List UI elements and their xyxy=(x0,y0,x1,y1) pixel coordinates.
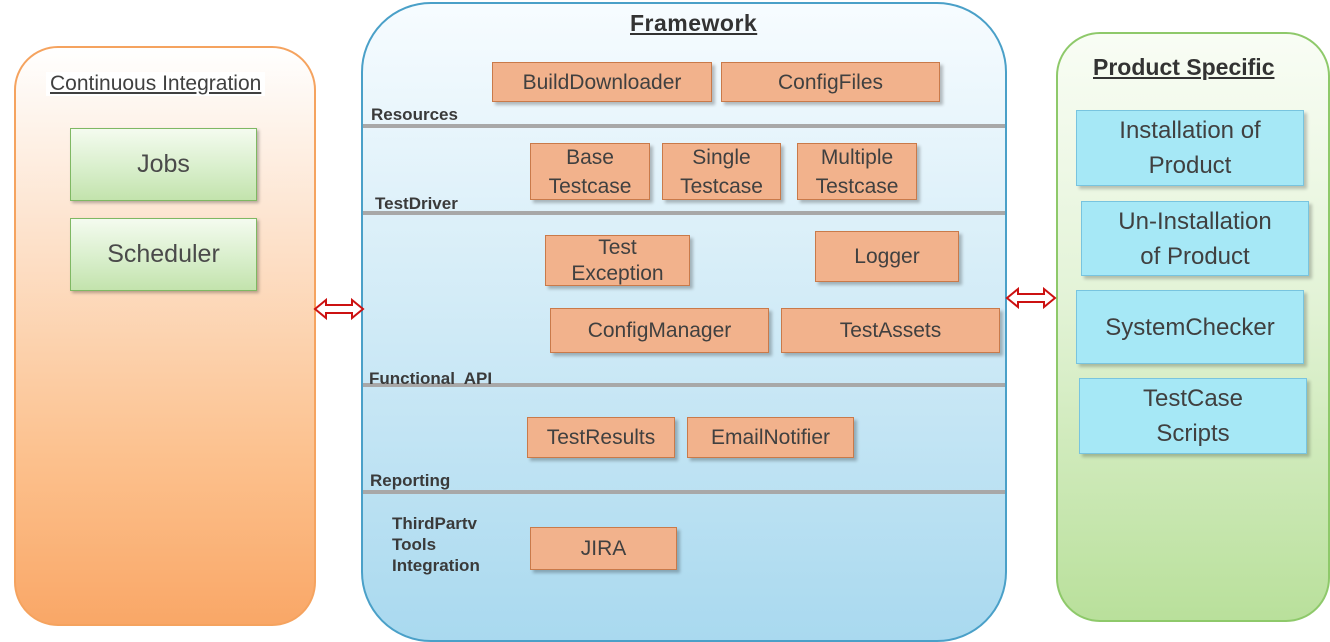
config-manager-box: ConfigManager xyxy=(550,308,769,353)
product-specific-title: Product Specific xyxy=(1093,54,1275,80)
system-checker-box: SystemChecker xyxy=(1076,290,1304,364)
third-party-layer-label: ThirdPartv Tools Integration xyxy=(392,514,480,575)
jira-box: JIRA xyxy=(530,527,677,570)
framework-title: Framework xyxy=(630,10,758,36)
logger-box: Logger xyxy=(815,231,959,282)
reporting-divider xyxy=(363,490,1005,494)
resources-layer-label: Resources xyxy=(371,105,458,124)
continuous-integration-title: Continuous Integration xyxy=(46,72,266,96)
functional-api-layer-label: Functional API xyxy=(369,369,493,388)
scheduler-box: Scheduler xyxy=(70,218,257,291)
reporting-layer-label: Reporting xyxy=(370,471,451,490)
ci-framework-double-arrow xyxy=(313,297,365,321)
test-driver-divider xyxy=(363,211,1005,215)
jobs-box: Jobs xyxy=(70,128,257,201)
build-downloader-box: BuildDownloader xyxy=(492,62,712,102)
test-assets-box: TestAssets xyxy=(781,308,1000,353)
resources-divider xyxy=(363,124,1005,128)
functional-api-divider xyxy=(363,383,1005,387)
email-notifier-box: EmailNotifier xyxy=(687,417,854,458)
test-results-box: TestResults xyxy=(527,417,675,458)
framework-product-double-arrow xyxy=(1005,287,1057,309)
test-driver-layer-label: TestDriver xyxy=(375,194,458,213)
config-files-box: ConfigFiles xyxy=(721,62,940,102)
